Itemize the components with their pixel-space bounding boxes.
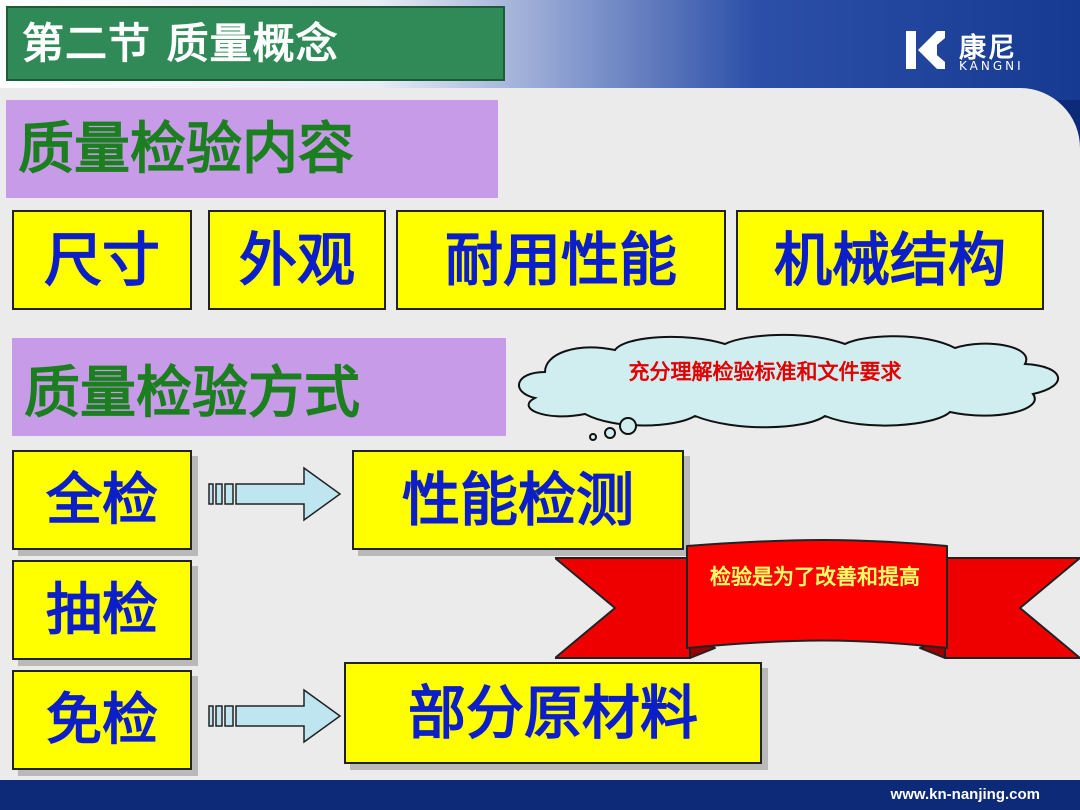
section-heading-content: 质量检验内容: [6, 100, 498, 198]
footer-url: www.kn-nanjing.com: [890, 786, 1040, 803]
footer-bar: [0, 780, 1080, 810]
ribbon-callout-text: 检验是为了改善和提高: [710, 564, 920, 589]
logo-text-en: KANGNI: [959, 59, 1024, 73]
method-box-exempt: 免检: [12, 670, 192, 770]
content-box-mechanical: 机械结构: [736, 210, 1044, 310]
result-box-performance: 性能检测: [352, 450, 684, 550]
result-box-raw-materials: 部分原材料: [344, 662, 762, 764]
method-box-full: 全检: [12, 450, 192, 550]
content-box-durability: 耐用性能: [396, 210, 726, 310]
kangni-logo-icon: [906, 31, 945, 69]
thought-cloud-shape: [518, 334, 1059, 441]
method-box-sampling: 抽检: [12, 560, 192, 660]
right-arrow-icon: [208, 466, 342, 522]
slide-title: 第二节 质量概念: [6, 6, 505, 81]
content-box-size: 尺寸: [12, 210, 192, 310]
logo: 康尼 KANGNI: [903, 26, 1043, 76]
content-box-appearance: 外观: [208, 210, 386, 310]
logo-text-cn: 康尼: [959, 33, 1017, 64]
ribbon-banner-shape: [555, 539, 1080, 659]
cloud-callout-text: 充分理解检验标准和文件要求: [628, 359, 902, 384]
section-heading-method: 质量检验方式: [12, 338, 506, 436]
right-arrow-icon: [208, 688, 342, 744]
